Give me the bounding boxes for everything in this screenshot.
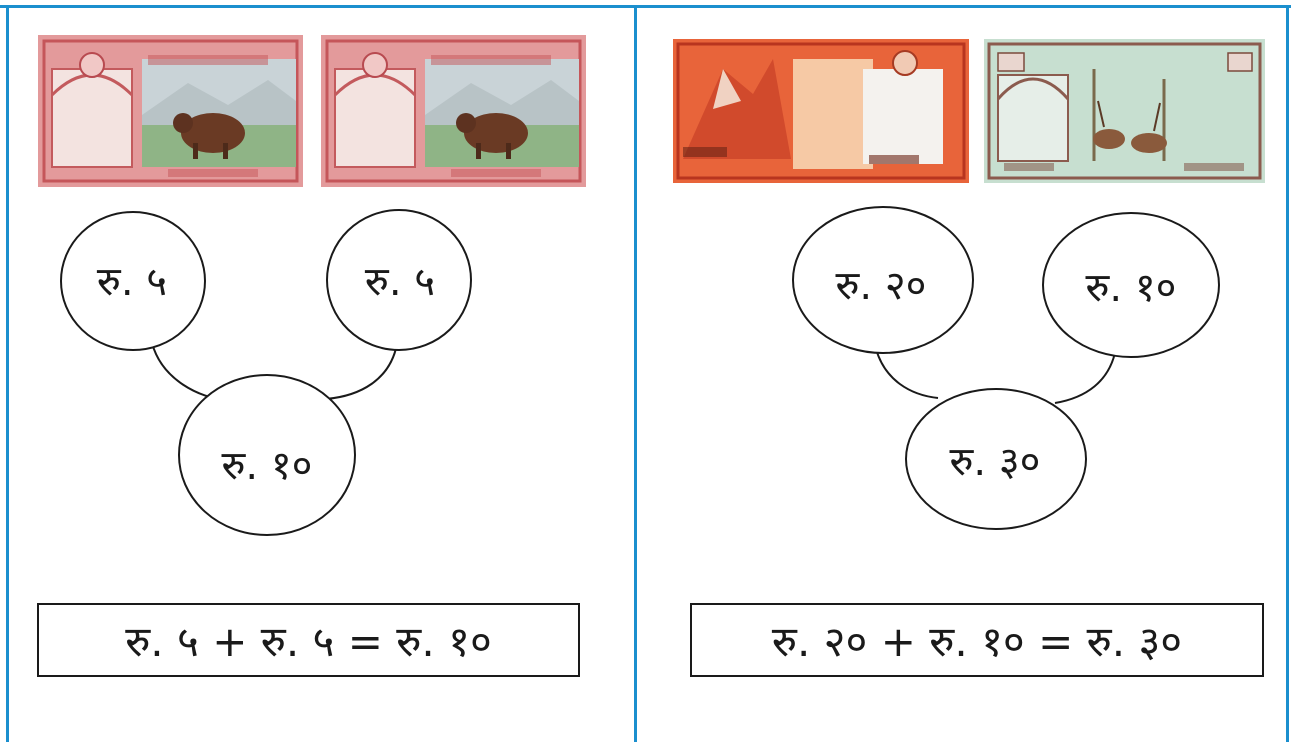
banknote-rs20 <box>673 39 969 183</box>
equation-left: रु. ५ + रु. ५ = रु. १० <box>37 603 580 677</box>
amount-left-part-b: रु. ५ <box>364 259 436 305</box>
equation-right: रु. २० + रु. १० = रु. ३० <box>690 603 1264 677</box>
amount-left-whole: रु. १० <box>221 443 313 489</box>
amount-right-part-a: रु. २० <box>835 263 927 309</box>
banknote-rs5-right <box>321 35 586 187</box>
frame-right <box>1286 5 1289 742</box>
frame-left <box>6 5 9 742</box>
circle-right-whole <box>905 388 1087 530</box>
frame-divider <box>634 5 637 742</box>
connector-right-a <box>875 348 939 399</box>
banknote-rs5-left <box>38 35 303 187</box>
amount-left-part-a: रु. ५ <box>96 259 168 305</box>
circle-right-part-a <box>792 206 974 354</box>
connector-right-b <box>1054 347 1117 404</box>
amount-right-part-b: रु. १० <box>1085 265 1177 311</box>
banknote-rs10 <box>984 39 1265 183</box>
circle-left-part-b <box>326 209 472 351</box>
frame-top <box>0 5 1291 8</box>
connector-left-b <box>325 343 398 400</box>
circle-right-part-b <box>1042 212 1220 358</box>
circle-left-part-a <box>60 211 206 351</box>
amount-right-whole: रु. ३० <box>949 439 1041 485</box>
circle-left-whole <box>178 374 356 536</box>
